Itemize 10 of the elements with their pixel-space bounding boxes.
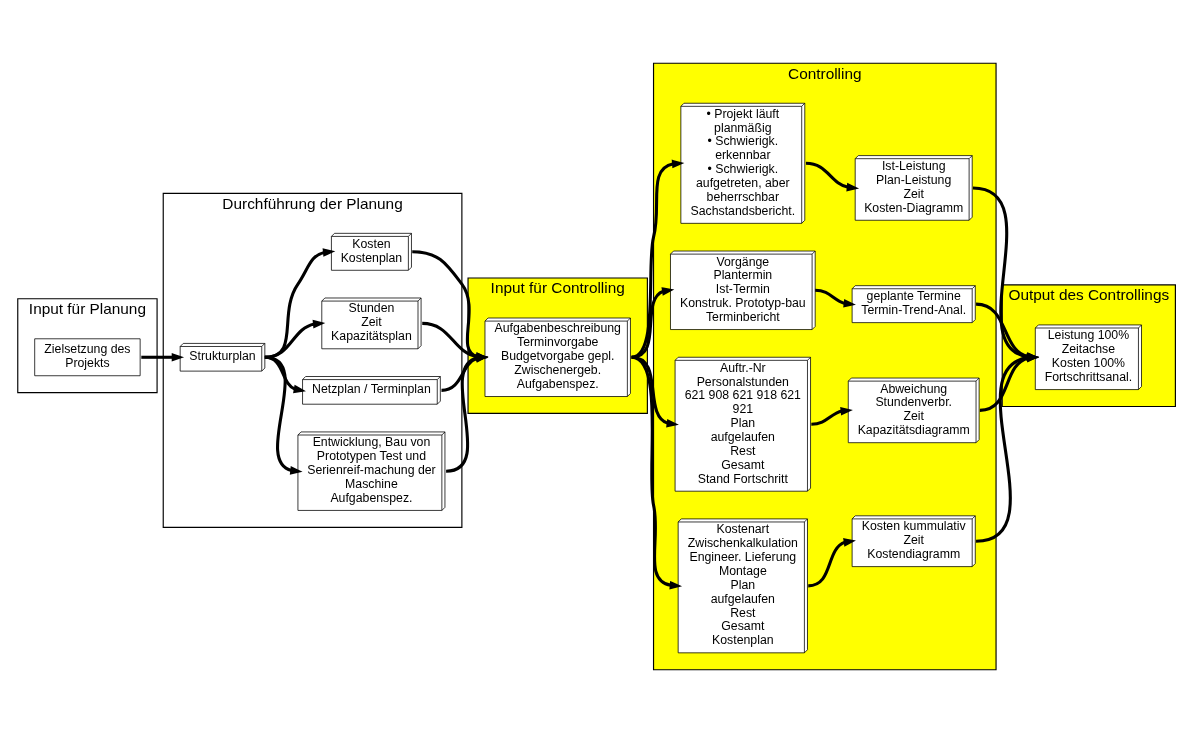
arrow — [631, 159, 685, 359]
arrow — [631, 355, 683, 590]
arrow — [141, 352, 185, 362]
arrow — [631, 286, 675, 359]
arrow — [805, 161, 860, 191]
arrow — [808, 537, 856, 587]
arrow — [811, 406, 853, 426]
node-box: Zielsetzung des Projekts — [34, 337, 141, 376]
arrow — [815, 288, 856, 308]
arrow — [264, 247, 336, 359]
